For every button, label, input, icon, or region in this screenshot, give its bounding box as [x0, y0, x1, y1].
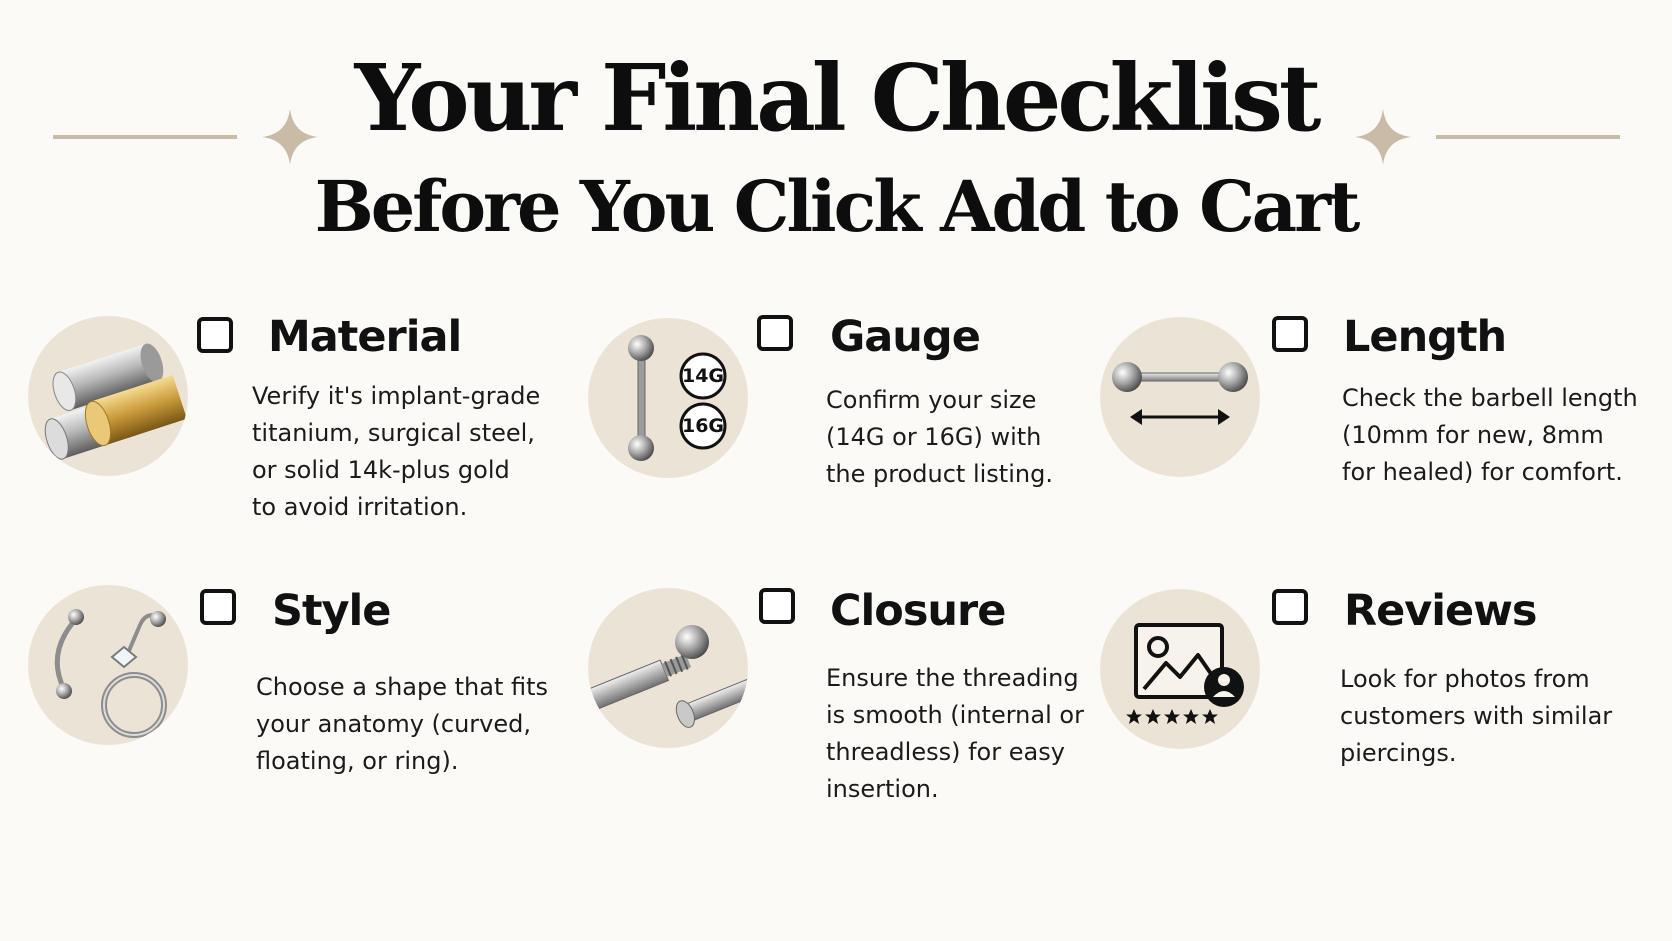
sparkle-icon	[262, 109, 318, 165]
barbell-gauge-icon: 14G 16G	[588, 318, 748, 478]
sparkle-icon	[1355, 109, 1411, 165]
barbell-length-icon	[1100, 317, 1260, 477]
closure-heading: Closure	[830, 586, 1006, 636]
photo-review-icon	[1100, 589, 1260, 749]
rating-stars	[1126, 709, 1218, 724]
page-title: Your Final Checklist	[354, 44, 1322, 152]
length-description: Check the barbell length (10mm for new, …	[1342, 384, 1638, 486]
style-description: Choose a shape that fits your anatomy (c…	[256, 673, 549, 775]
material-checkbox[interactable]	[197, 317, 233, 353]
style-heading: Style	[272, 586, 391, 636]
threaded-closure-icon	[588, 588, 748, 748]
material-description: Verify it's implant-grade titanium, surg…	[252, 382, 541, 521]
reviews-description: Look for photos from customers with simi…	[1340, 665, 1613, 767]
closure-checkbox[interactable]	[759, 588, 795, 624]
decorative-rule-left	[53, 135, 237, 139]
closure-description: Ensure the threading is smooth (internal…	[826, 664, 1084, 803]
gauge-checkbox[interactable]	[757, 315, 793, 351]
style-checkbox[interactable]	[200, 589, 236, 625]
length-checkbox[interactable]	[1272, 316, 1308, 352]
metal-cylinders-icon	[28, 316, 188, 476]
length-heading: Length	[1343, 312, 1507, 362]
reviews-checkbox[interactable]	[1272, 589, 1308, 625]
gauge-description: Confirm your size (14G or 16G) with the …	[826, 386, 1053, 488]
gauge-label-16g: 16G	[681, 415, 725, 437]
gauge-label-14g: 14G	[681, 365, 725, 387]
material-heading: Material	[268, 312, 462, 362]
decorative-rule-right	[1436, 135, 1620, 139]
reviews-heading: Reviews	[1344, 586, 1538, 636]
page-subtitle: Before You Click Add to Cart	[314, 165, 1361, 248]
gauge-heading: Gauge	[830, 312, 981, 362]
jewelry-styles-icon	[28, 585, 188, 745]
